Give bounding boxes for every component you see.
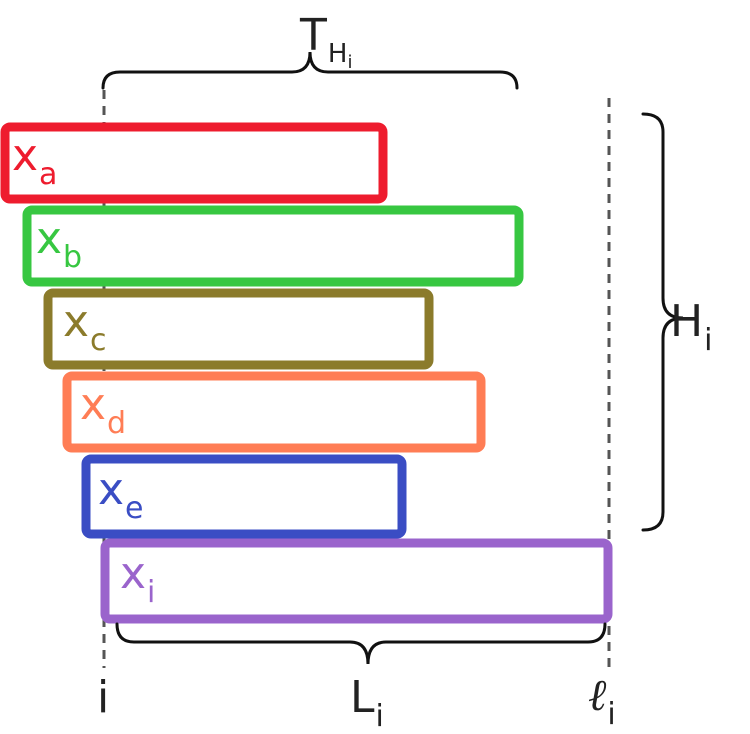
label-L-sub: i bbox=[375, 699, 384, 734]
label-x-i-main: x bbox=[120, 548, 147, 599]
brace-right bbox=[641, 112, 684, 532]
bar-b bbox=[22, 205, 524, 287]
label-T-subsub: i bbox=[347, 52, 353, 73]
label-x-d-sub: d bbox=[107, 406, 127, 441]
label-H-main: H bbox=[670, 296, 704, 347]
brace-bottom bbox=[115, 622, 607, 665]
bar-i bbox=[100, 538, 613, 624]
label-x-b-main: x bbox=[36, 213, 63, 264]
label-x-a-sub: a bbox=[39, 157, 58, 192]
bar-e bbox=[81, 454, 407, 539]
label-x-d-main: x bbox=[80, 379, 107, 430]
label-L-main: L bbox=[350, 672, 375, 723]
label-x-i: xi bbox=[120, 552, 155, 608]
label-x-i-sub: i bbox=[147, 575, 156, 610]
label-Hi: Hi bbox=[670, 300, 712, 356]
label-T-sub: H bbox=[327, 39, 348, 69]
bar-d bbox=[62, 371, 486, 453]
label-x-b-sub: b bbox=[63, 240, 83, 275]
label-i-main: i bbox=[97, 672, 110, 723]
label-Li: Li bbox=[350, 676, 384, 732]
label-x-e-main: x bbox=[98, 464, 125, 515]
label-x-a: xa bbox=[12, 134, 57, 190]
label-x-c-main: x bbox=[63, 296, 90, 347]
label-x-b: xb bbox=[36, 217, 82, 273]
label-x-c: xc bbox=[63, 300, 107, 356]
label-x-a-main: x bbox=[12, 130, 39, 181]
label-ell-i: ℓi bbox=[588, 674, 616, 730]
label-T-Hi: THi bbox=[300, 14, 352, 72]
label-ell-main: ℓ bbox=[588, 670, 607, 721]
label-x-e-sub: e bbox=[125, 491, 144, 526]
label-i: i bbox=[97, 676, 109, 720]
label-x-d: xd bbox=[80, 383, 126, 439]
label-x-c-sub: c bbox=[90, 323, 107, 358]
brace-top bbox=[101, 51, 519, 90]
label-T-main: T bbox=[300, 10, 327, 61]
bar-a bbox=[0, 122, 388, 204]
label-H-sub: i bbox=[704, 323, 713, 358]
label-x-e: xe bbox=[98, 468, 144, 524]
label-ell-sub: i bbox=[607, 697, 616, 732]
bar-c bbox=[43, 288, 434, 370]
